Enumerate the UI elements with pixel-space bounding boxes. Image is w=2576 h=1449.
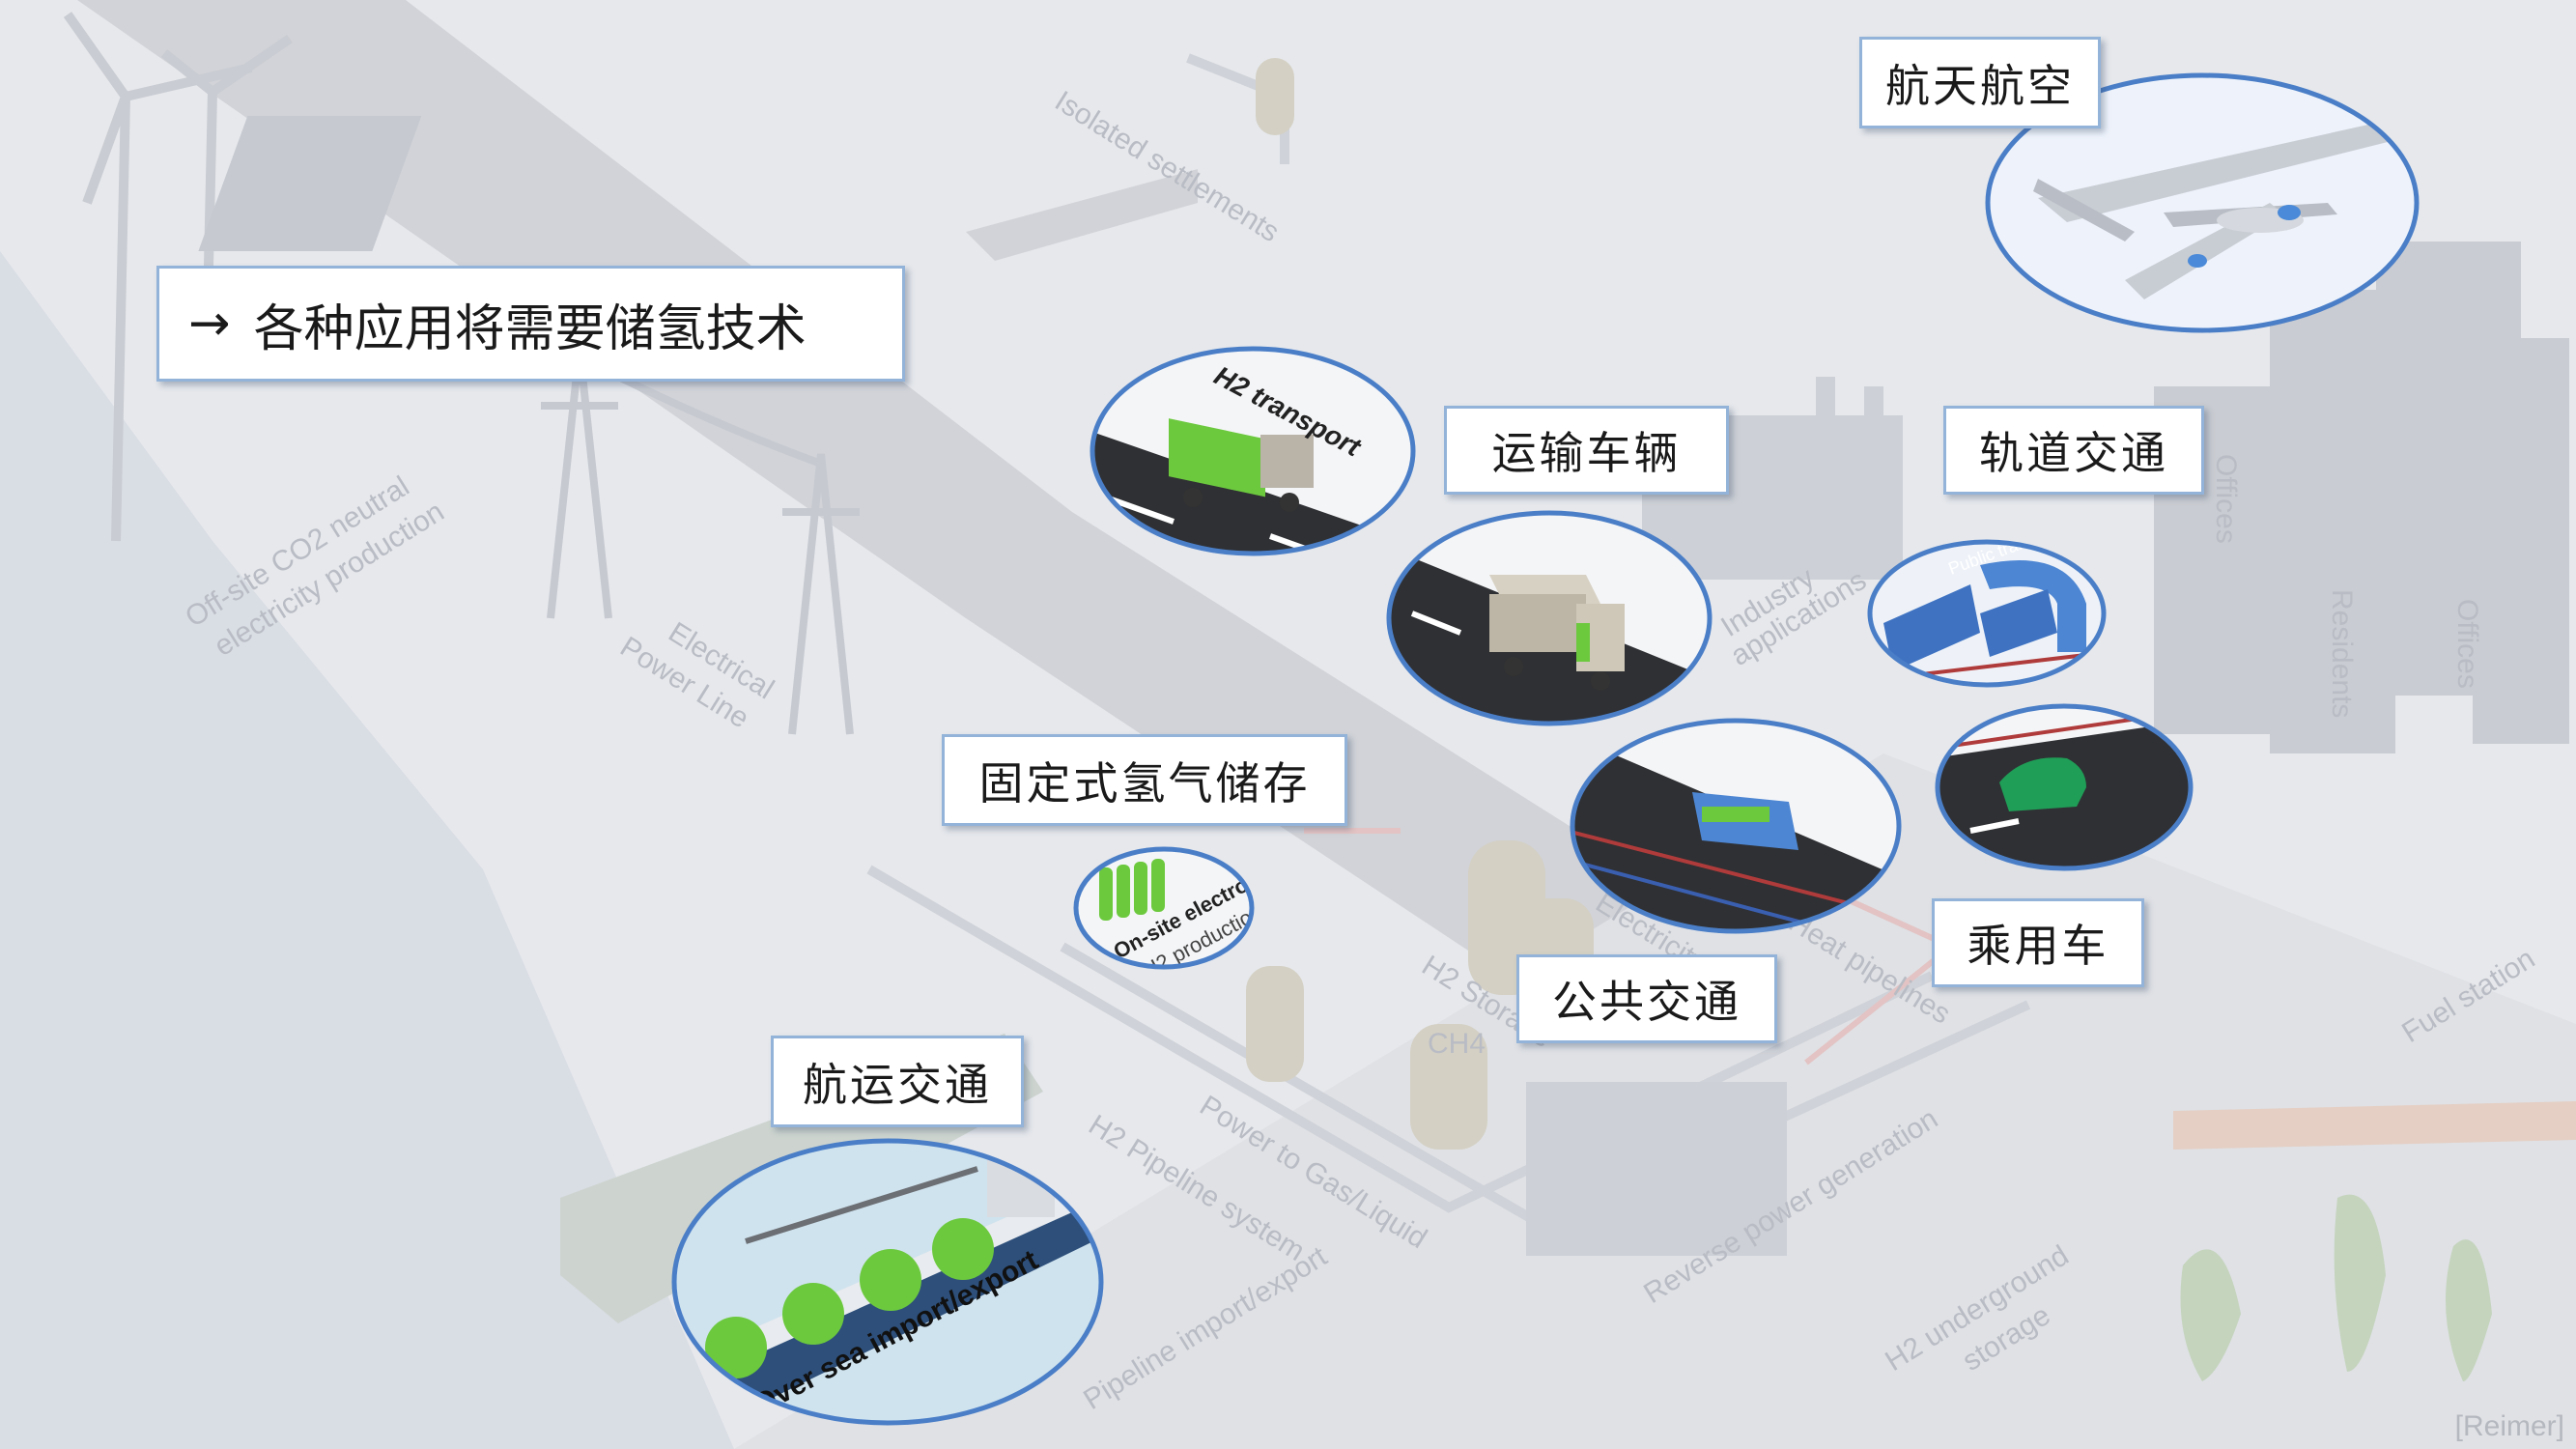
bubble-transport-vehicles [1386, 510, 1713, 726]
storage-tanks-icon [1246, 58, 1594, 1150]
label-offices-2: Offices [2451, 599, 2483, 689]
hydrogen-truck-icon [1169, 418, 1314, 512]
label-passenger-car: 乘用车 [1932, 898, 2144, 987]
car-icon [1999, 757, 2086, 811]
underground-storage-icon [2180, 1194, 2492, 1381]
bubble-shipping: Over sea import/export [671, 1138, 1104, 1426]
bubble-passenger-car [1935, 703, 2194, 871]
truck-icon [1489, 575, 1625, 691]
airplane-icon [2033, 121, 2395, 299]
label-stationary-storage: 固定式氢气储存 [942, 734, 1347, 826]
arrow-right-icon: → [188, 295, 231, 353]
title-box: → 各种应用将需要储氢技术 [156, 266, 905, 382]
office-buildings-icon [2154, 242, 2569, 753]
tanker-ship-icon [688, 1159, 1093, 1423]
train-icon [1883, 584, 2057, 671]
label-residents: Residents [2326, 589, 2358, 718]
bubble-h2-transport: H2 transport [1090, 346, 1416, 556]
label-transport-vehicles: 运输车辆 [1444, 406, 1729, 495]
bubble-rail: Public transport [1867, 539, 2107, 688]
label-ch4: CH4 [1428, 1028, 1486, 1060]
hydrogen-cylinders-icon [1099, 859, 1165, 921]
label-rail: 轨道交通 [1943, 406, 2204, 495]
label-offices-1: Offices [2210, 454, 2242, 544]
label-shipping: 航运交通 [771, 1036, 1024, 1127]
bubble-public-transport [1570, 718, 1902, 934]
wind-turbine-icon [63, 12, 293, 542]
label-public-transport: 公共交通 [1516, 954, 1777, 1043]
power-pylon-icon [541, 347, 860, 735]
label-aerospace: 航天航空 [1859, 37, 2101, 128]
bus-icon [1692, 792, 1798, 850]
bubble-stationary-storage: On-site electrolysis H2 production [1073, 846, 1255, 970]
bubble-aerospace [1985, 72, 2420, 333]
image-credit: [Reimer] [2454, 1410, 2564, 1442]
page-title: 各种应用将需要储氢技术 [253, 299, 807, 358]
